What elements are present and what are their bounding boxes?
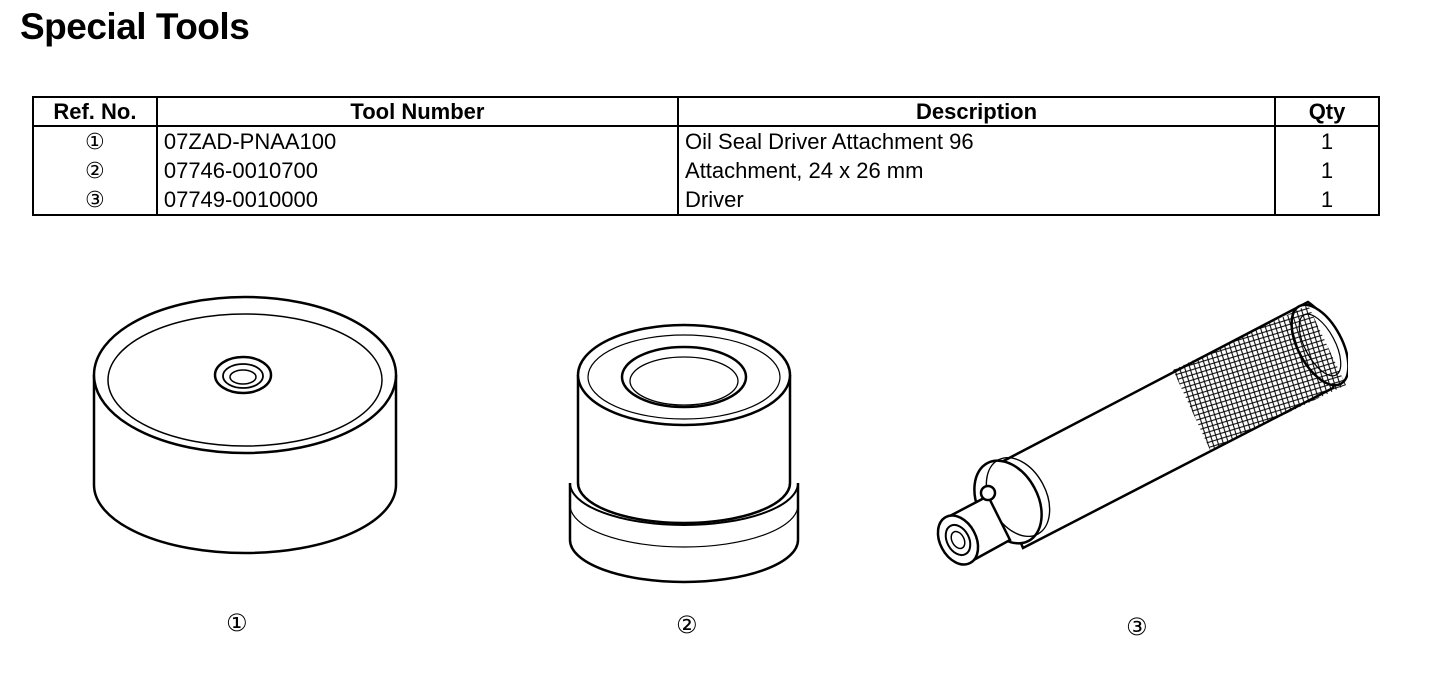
header-qty: Qty <box>1274 96 1380 127</box>
header-tool-number: Tool Number <box>155 96 680 127</box>
seal-driver-attachment-icon <box>92 295 398 555</box>
row-description: Driver <box>677 185 1277 216</box>
figure-ref-1: ① <box>226 610 248 637</box>
row-tool-number: 07ZAD-PNAA100 <box>155 126 680 156</box>
figure-ref-3: ③ <box>1126 614 1148 641</box>
row-ref: ② <box>32 156 158 185</box>
row-tool-number: 07746-0010700 <box>155 156 680 185</box>
row-ref: ① <box>32 126 158 156</box>
page-title: Special Tools <box>20 6 250 47</box>
special-tools-table: Ref. No. Tool Number Description Qty ① 0… <box>32 96 1380 216</box>
row-description: Oil Seal Driver Attachment 96 <box>677 126 1277 156</box>
header-description: Description <box>677 96 1277 127</box>
row-qty: 1 <box>1274 185 1380 216</box>
row-qty: 1 <box>1274 126 1380 156</box>
table-row: ② 07746-0010700 Attachment, 24 x 26 mm 1 <box>32 156 1380 185</box>
stepped-attachment-icon <box>568 323 800 584</box>
figure-ref-2: ② <box>676 612 698 639</box>
knurled-driver-handle-icon <box>936 300 1348 566</box>
table-row: ① 07ZAD-PNAA100 Oil Seal Driver Attachme… <box>32 126 1380 156</box>
row-ref: ③ <box>32 185 158 216</box>
table-row: ③ 07749-0010000 Driver 1 <box>32 185 1380 216</box>
row-tool-number: 07749-0010000 <box>155 185 680 216</box>
table-header-row: Ref. No. Tool Number Description Qty <box>32 96 1380 127</box>
row-qty: 1 <box>1274 156 1380 185</box>
row-description: Attachment, 24 x 26 mm <box>677 156 1277 185</box>
header-ref-no: Ref. No. <box>32 96 158 127</box>
